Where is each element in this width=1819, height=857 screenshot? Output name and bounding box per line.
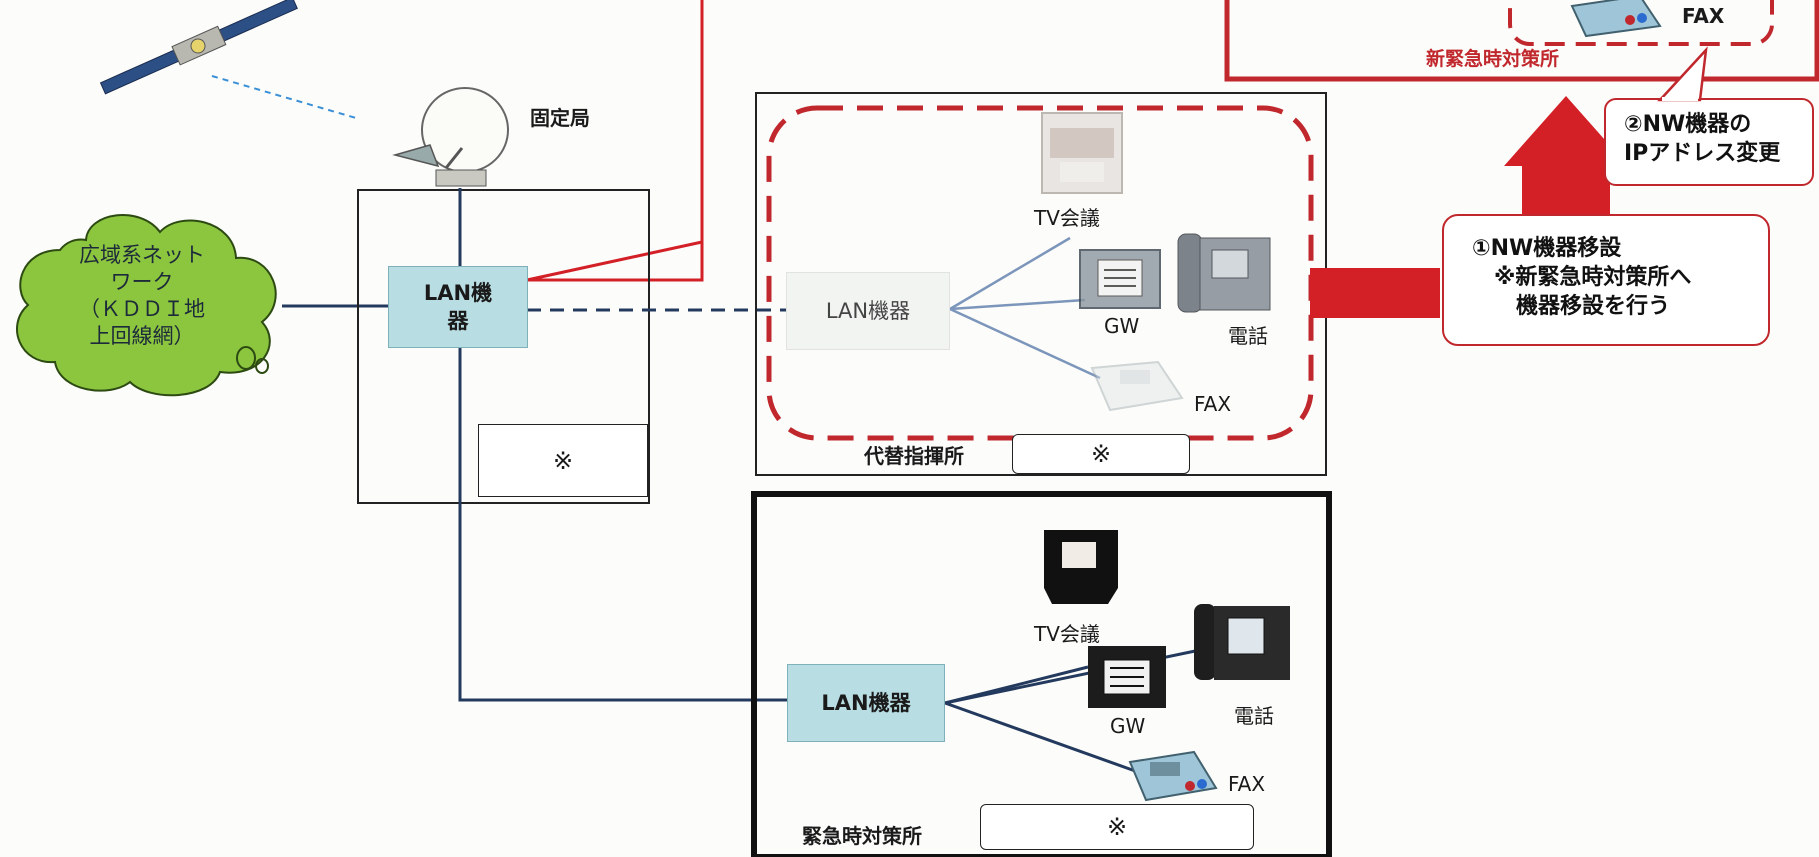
satellite-icon	[99, 0, 298, 95]
desk-phone-icon	[1177, 233, 1271, 313]
dish-antenna-icon	[392, 87, 509, 187]
emergency-note-mark: ※	[1106, 813, 1128, 841]
callout-ip-change-text: ②NW機器の IPアドレス変更	[1624, 112, 1781, 166]
fax-alt-label: FAX	[1194, 392, 1232, 416]
fax-em-label: FAX	[1228, 772, 1266, 796]
tv-em-label: TV会議	[1034, 622, 1100, 646]
lan-fixed-label: LAN機 器	[423, 281, 493, 333]
lan-emergency-box: LAN機器	[787, 664, 945, 742]
emergency-office-frame	[751, 491, 1332, 857]
fax-machine-icon	[1090, 360, 1184, 412]
phone-em-label: 電話	[1234, 704, 1274, 728]
alt-command-post-label: 代替指揮所	[864, 444, 964, 468]
callout-nw-relocation: ①NW機器移設 ※新緊急時対策所へ 機器移設を行う	[1442, 214, 1770, 346]
alt-device-line	[949, 236, 1071, 311]
lan-alt-box: LAN機器	[786, 272, 950, 350]
gw-alt-label: GW	[1104, 314, 1140, 338]
alt-device-line	[949, 298, 1086, 311]
gateway-icon	[1088, 646, 1166, 708]
satellite-link-line	[211, 75, 357, 119]
red-link-line	[527, 242, 704, 282]
fixed-note-box: ※	[478, 424, 648, 497]
new-emergency-dashed-region	[1508, 0, 1774, 46]
alt-device-line	[949, 307, 1101, 380]
gateway-icon	[1079, 249, 1161, 309]
fixed-station-label: 固定局	[530, 106, 590, 130]
cloud-icon	[16, 214, 277, 397]
fax-machine-icon	[1570, 0, 1662, 38]
callout-nw-relocation-text: ①NW機器移設 ※新緊急時対策所へ 機器移設を行う	[1472, 236, 1692, 319]
new-emergency-office-label: 新緊急時対策所	[1426, 48, 1560, 70]
video-conference-icon	[1044, 530, 1118, 604]
emergency-note-box: ※	[980, 804, 1254, 850]
tv-alt-label: TV会議	[1034, 206, 1100, 230]
em-device-line	[944, 701, 1139, 774]
gw-em-label: GW	[1110, 714, 1146, 738]
red-link-line	[526, 0, 704, 282]
lan-alt-label: LAN機器	[825, 299, 911, 323]
fixed-station-frame	[357, 189, 650, 504]
cloud-label: 広域系ネット ワーク （ＫＤＤＩ地 上回線網）	[79, 243, 205, 348]
new-emergency-office-frame	[1224, 0, 1819, 82]
fax-new-label: FAX	[1682, 4, 1725, 28]
video-conference-icon	[1041, 112, 1123, 194]
fixed-note-mark: ※	[552, 446, 574, 475]
desk-phone-icon	[1194, 604, 1290, 680]
alt-note-box: ※	[1012, 434, 1190, 474]
arrow-right-icon	[1310, 268, 1440, 318]
lan-fixed-box: LAN機 器	[388, 266, 528, 348]
phone-alt-label: 電話	[1228, 324, 1268, 348]
lan-emergency-label: LAN機器	[821, 691, 911, 715]
emergency-link-line	[458, 348, 787, 702]
emergency-office-label: 緊急時対策所	[802, 824, 922, 848]
callout-ip-change: ②NW機器の IPアドレス変更	[1604, 98, 1814, 186]
fax-machine-icon	[1128, 750, 1218, 802]
alt-note-mark: ※	[1090, 440, 1112, 468]
